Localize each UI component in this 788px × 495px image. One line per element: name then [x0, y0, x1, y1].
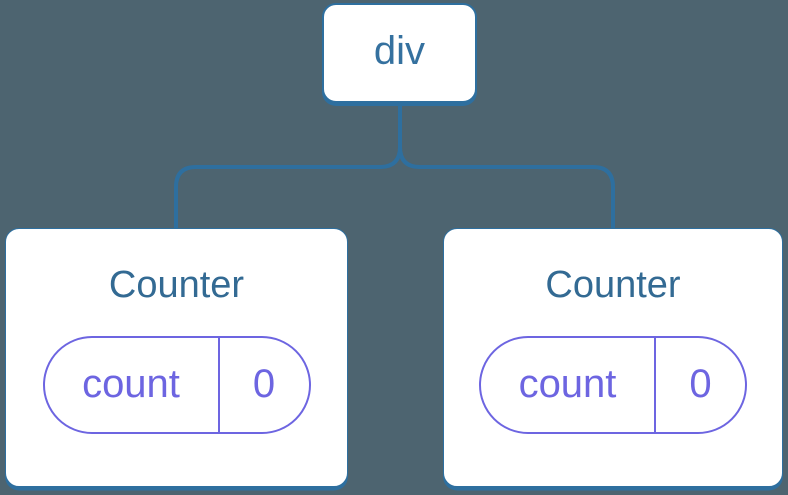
- state-pill: count 0: [42, 335, 311, 434]
- state-key: count: [45, 337, 220, 432]
- edge-root-to-left-counter: [174, 98, 402, 234]
- state-value: 0: [689, 362, 712, 407]
- state-pill: count 0: [479, 335, 747, 434]
- state-key: count: [481, 337, 656, 432]
- component-title: Counter: [545, 264, 681, 306]
- root-node-div: div: [322, 3, 477, 103]
- component-card-counter-left: Counter count 0: [5, 228, 348, 487]
- edge-root-to-right-counter: [398, 98, 615, 234]
- component-card-counter-right: Counter count 0: [443, 228, 783, 487]
- component-title: Counter: [108, 264, 245, 306]
- root-node-label: div: [373, 29, 426, 73]
- state-value: 0: [252, 362, 276, 407]
